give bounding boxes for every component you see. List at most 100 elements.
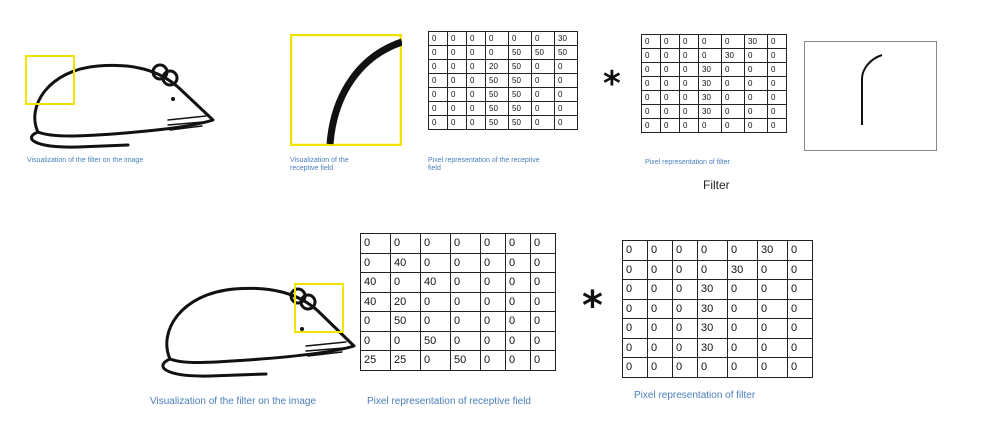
pixel-cell: 0 [787,357,813,378]
pixel-cell: 0 [360,330,391,351]
pixel-cell: 0 [672,337,698,358]
pixel-cell: 0 [672,298,698,319]
pixel-cell: 0 [787,240,813,261]
pixel-cell: 0 [647,279,673,300]
pixel-cell: 30 [744,34,768,49]
pixel-cell: 0 [698,48,722,63]
pixel-cell: 0 [647,337,673,358]
pixel-cell: 0 [531,115,555,130]
pixel-cell: 0 [508,31,532,46]
pixel-cell: 0 [622,240,648,261]
pixel-cell: 0 [530,272,556,293]
pixel-cell: 0 [466,31,486,46]
pixel-cell: 0 [757,298,788,319]
pixel-cell: 0 [390,330,421,351]
pixel-cell: 0 [505,291,531,312]
pixel-cell: 50 [485,115,509,130]
pixel-cell: 50 [390,311,421,332]
pixel-cell: 20 [390,291,421,312]
pixel-cell: 0 [447,101,467,116]
pixel-cell: 0 [787,298,813,319]
pixel-cell: 0 [721,34,745,49]
pixel-cell: 30 [698,104,722,119]
pixel-cell: 0 [531,73,555,88]
pixel-cell: 0 [787,279,813,300]
pixel-cell: 0 [530,330,556,351]
pixel-cell: 0 [531,31,555,46]
convolution-operator-bottom: * [582,283,603,329]
pixel-cell: 0 [554,73,578,88]
pixel-cell: 0 [744,104,768,119]
pixel-cell: 0 [450,291,481,312]
pixel-cell: 0 [447,45,467,60]
pixel-cell: 0 [767,118,787,133]
pixel-receptive-caption-bottom: Pixel representation of receptive field [367,396,531,407]
pixel-cell: 0 [727,240,758,261]
pixel-cell: 0 [679,104,699,119]
pixel-cell: 0 [744,48,768,63]
pixel-cell: 0 [660,48,680,63]
pixel-cell: 0 [480,291,506,312]
pixel-cell: 0 [767,62,787,77]
pixel-cell: 0 [480,252,506,273]
pixel-cell: 0 [505,272,531,293]
pixel-cell: 0 [420,311,451,332]
pixel-cell: 0 [622,318,648,339]
pixel-cell: 0 [787,259,813,280]
pixel-cell: 0 [531,59,555,74]
pixel-cell: 40 [420,272,451,293]
pixel-cell: 0 [660,76,680,91]
pixel-cell: 0 [531,101,555,116]
pixel-cell: 0 [672,357,698,378]
pixel-cell: 0 [757,318,788,339]
pixel-cell: 0 [420,252,451,273]
pixel-cell: 0 [744,62,768,77]
filter-caption-top: Pixel representation of filter [645,159,730,166]
filter-title: Filter [703,178,730,192]
pixel-cell: 0 [767,76,787,91]
pixel-cell: 0 [767,34,787,49]
pixel-cell: 0 [428,87,448,102]
pixel-cell: 0 [360,311,391,332]
pixel-cell: 0 [660,34,680,49]
pixel-cell: 0 [622,337,648,358]
pixel-cell: 0 [466,73,486,88]
pixel-cell: 0 [744,76,768,91]
pixel-cell: 0 [721,62,745,77]
pixel-cell: 0 [727,298,758,319]
pixel-cell: 0 [721,90,745,105]
mouse-caption-bottom: Visualization of the filter on the image [150,396,317,407]
pixel-cell: 0 [757,259,788,280]
pixel-cell: 0 [505,311,531,332]
pixel-cell: 0 [428,73,448,88]
pixel-cell: 0 [466,45,486,60]
pixel-cell: 50 [420,330,451,351]
pixel-cell: 0 [767,104,787,119]
pixel-cell: 0 [530,311,556,332]
filter-highlight-box-top [25,55,75,105]
pixel-cell: 0 [554,115,578,130]
pixel-cell: 50 [485,101,509,116]
pixel-cell: 0 [428,31,448,46]
pixel-cell: 50 [508,101,532,116]
pixel-cell: 0 [641,90,661,105]
pixel-cell: 0 [767,90,787,105]
pixel-cell: 0 [554,59,578,74]
pixel-cell: 0 [530,233,556,254]
